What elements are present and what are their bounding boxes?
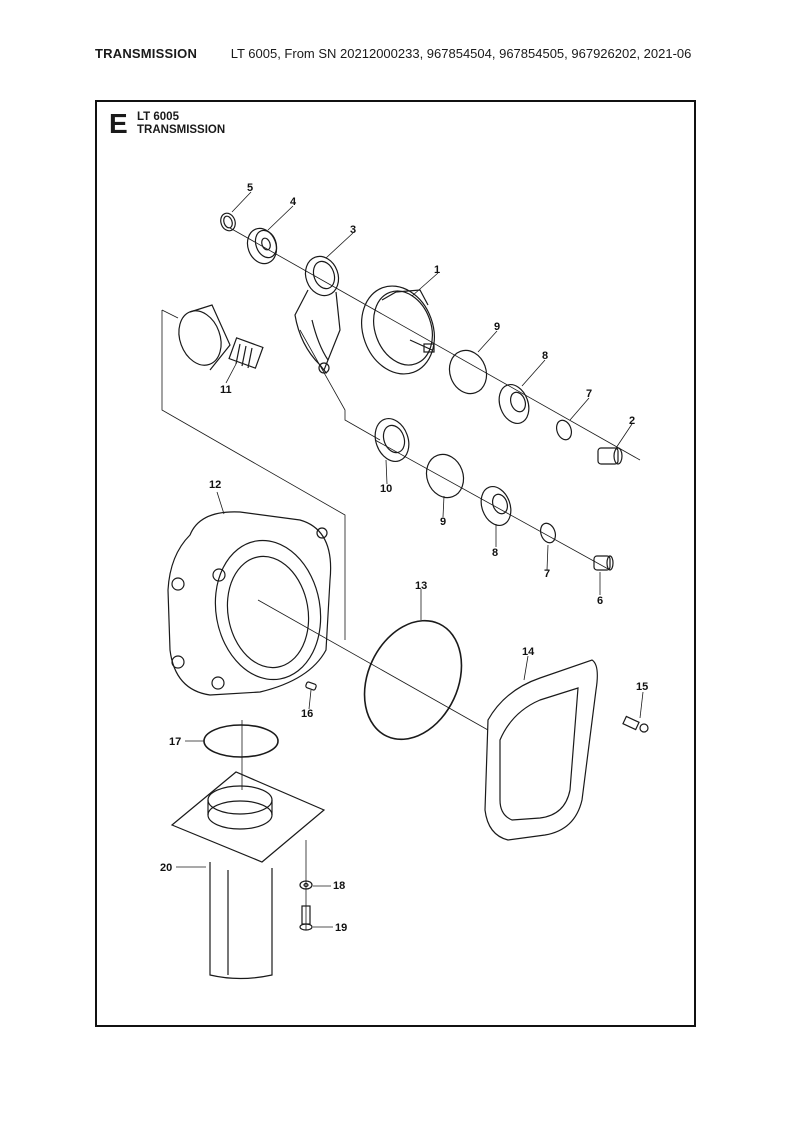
callout-10: 10 — [380, 483, 392, 495]
part-clutch-drum-1 — [361, 285, 435, 375]
callout-17: 17 — [169, 736, 181, 748]
diagram-title: TRANSMISSION — [137, 124, 226, 136]
part-cover-14 — [484, 659, 598, 841]
diagram-model: LT 6005 — [137, 111, 179, 123]
part-housing-12 — [167, 511, 332, 696]
callout-6: 6 — [597, 595, 603, 607]
part-ring-9a — [448, 349, 488, 395]
section-name: TRANSMISSION — [95, 46, 198, 61]
part-seal-10 — [374, 418, 410, 462]
page-header: TRANSMISSION LT 6005, From SN 2021200023… — [95, 46, 691, 61]
callout-12: 12 — [209, 479, 221, 491]
diagram-frame: E LT 6005 TRANSMISSION — [95, 100, 696, 1027]
part-pinion-11 — [178, 304, 264, 371]
callout-9b: 9 — [440, 516, 446, 528]
callout-2: 2 — [629, 415, 635, 427]
callout-13: 13 — [415, 580, 427, 592]
callout-16: 16 — [301, 708, 313, 720]
part-bushing-6 — [593, 555, 614, 571]
part-screw-15 — [622, 715, 649, 733]
callout-labels: 1 2 3 4 5 6 7 7 8 8 9 9 10 11 12 13 14 1… — [160, 182, 648, 934]
callout-7b: 7 — [544, 568, 550, 580]
diagram-titles: LT 6005 TRANSMISSION — [137, 111, 225, 137]
part-circlip-5 — [220, 212, 236, 232]
part-pin-16 — [305, 681, 317, 691]
part-lever-3 — [294, 255, 341, 374]
part-flange-20 — [170, 771, 326, 980]
part-bearing-8a — [498, 384, 530, 424]
model-description: LT 6005, From SN 20212000233, 967854504,… — [230, 46, 692, 61]
callout-14: 14 — [522, 646, 535, 658]
callout-18: 18 — [333, 880, 345, 892]
callout-5: 5 — [247, 182, 253, 194]
callout-20: 20 — [160, 862, 172, 874]
part-screw-19 — [299, 905, 313, 931]
callout-11: 11 — [220, 384, 232, 396]
callout-1: 1 — [434, 264, 440, 276]
callout-15: 15 — [636, 681, 648, 693]
part-circlip-7a — [555, 419, 573, 441]
callout-8a: 8 — [542, 350, 548, 362]
callout-3: 3 — [350, 224, 356, 236]
callout-7a: 7 — [586, 388, 592, 400]
callout-4: 4 — [290, 196, 297, 208]
part-bearing-8b — [480, 486, 512, 526]
callout-9a: 9 — [494, 321, 500, 333]
part-bushing-2 — [597, 447, 623, 465]
part-oring-13 — [363, 619, 463, 741]
leader-lines — [176, 191, 644, 928]
part-ring-9b — [425, 453, 465, 499]
part-washer-18 — [299, 880, 313, 890]
callout-8b: 8 — [492, 547, 498, 559]
part-bearing-4 — [246, 227, 278, 265]
part-circlip-7b — [539, 522, 557, 544]
callout-19: 19 — [335, 922, 347, 934]
part-ring-17 — [203, 724, 279, 758]
diagram-letter: E — [109, 108, 128, 139]
